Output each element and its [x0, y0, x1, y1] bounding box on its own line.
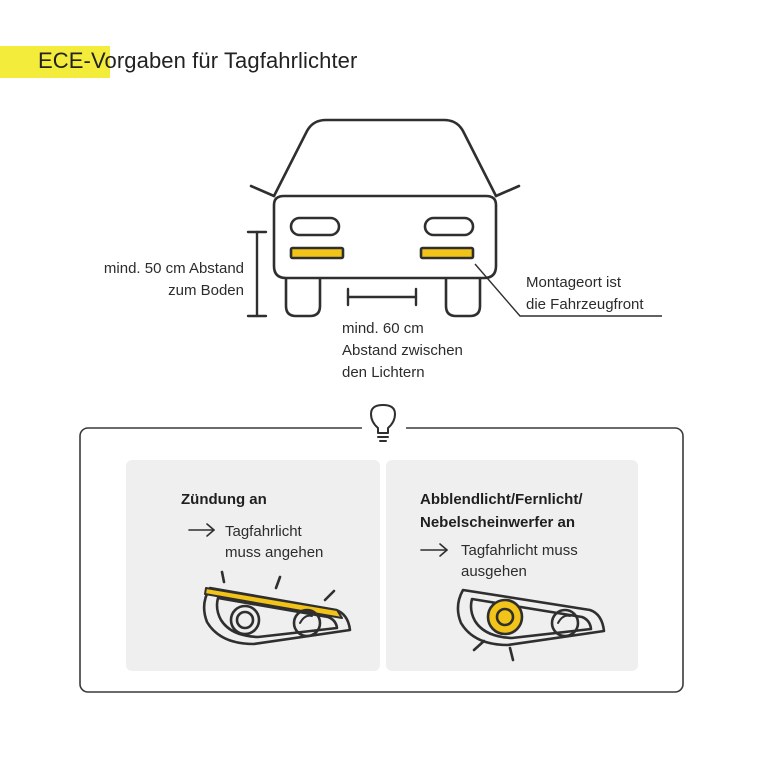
right-panel-heading: Abblendlicht/Fernlicht/ Nebelscheinwerfe… — [420, 491, 583, 531]
left-panel-text: Tagfahrlicht muss angehen — [225, 523, 324, 561]
left-panel-heading: Zündung an — [181, 491, 267, 508]
left-wheel — [284, 274, 322, 318]
height-dimension — [246, 230, 268, 318]
right-panel-bg — [386, 460, 638, 671]
car-illustration — [249, 118, 521, 318]
headlight-lowbeam-on-icon — [456, 588, 606, 662]
left-headlight — [289, 216, 341, 237]
headlight-drl-on-icon — [202, 570, 352, 646]
right-wheel — [444, 274, 482, 318]
car-cabin — [272, 118, 498, 198]
mount-leader-line — [474, 263, 662, 317]
title-highlight — [0, 46, 110, 78]
left-drl — [289, 246, 345, 260]
right-panel-text: Tagfahrlicht muss ausgehen — [461, 542, 578, 580]
car-body — [272, 194, 498, 280]
spacing-dimension — [346, 287, 418, 307]
right-drl — [419, 246, 475, 260]
label-mount-location: Montageort ist die Fahrzeugfront — [526, 274, 644, 313]
right-arrow-icon — [420, 543, 448, 557]
lightbulb-icon — [370, 404, 396, 442]
right-mirror — [494, 184, 521, 198]
label-min-spacing: mind. 60 cm Abstand zwischen den Lichter… — [342, 320, 463, 381]
label-min-height: mind. 50 cm Abstand zum Boden — [103, 260, 244, 299]
page-title: ECE-Vorgaben für Tagfahrlichter — [38, 48, 358, 73]
left-panel-bg — [126, 460, 380, 671]
left-mirror — [249, 184, 276, 198]
right-headlight — [423, 216, 475, 237]
left-arrow-icon — [188, 523, 215, 537]
